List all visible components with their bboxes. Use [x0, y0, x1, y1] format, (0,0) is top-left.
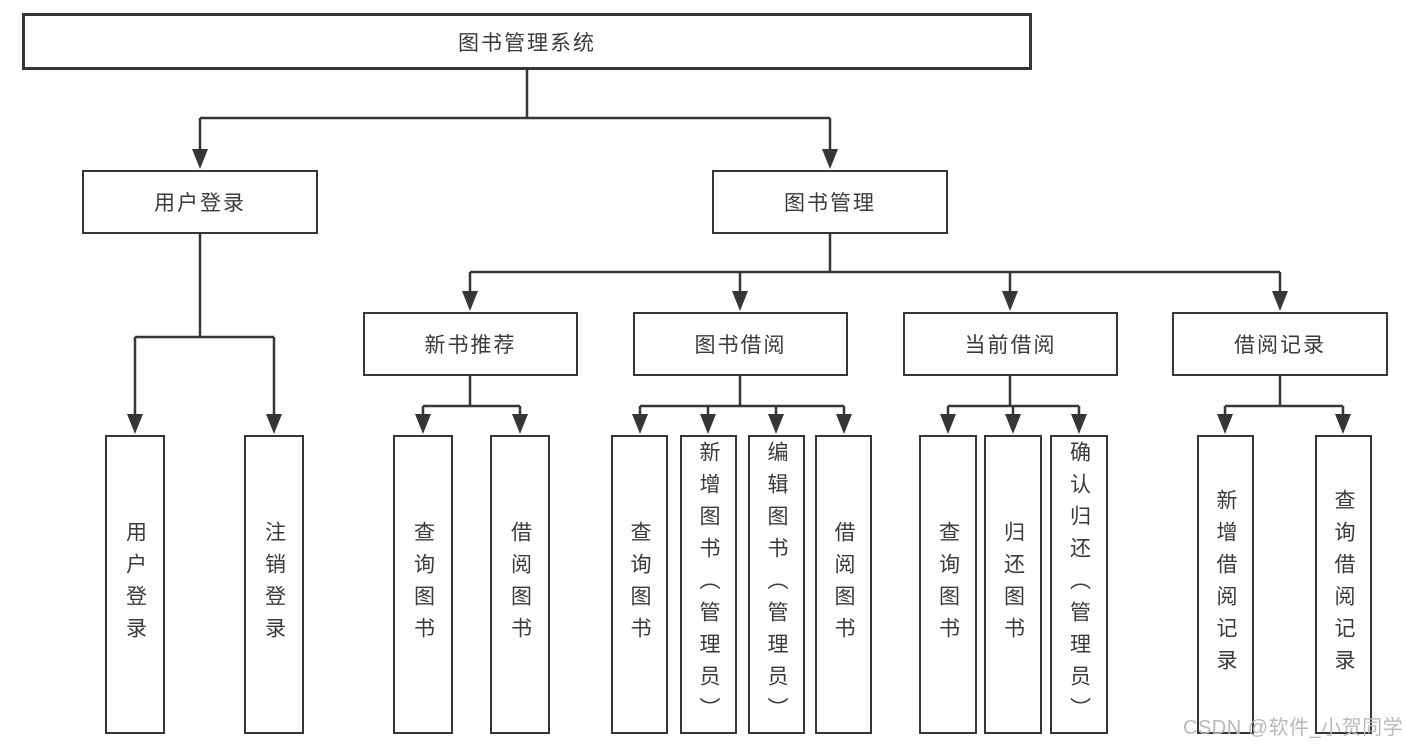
- arrow-down-icon: [632, 414, 648, 434]
- arrow-down-icon: [700, 414, 716, 434]
- leaf-return-book: 归还图书: [984, 435, 1042, 734]
- leaf-label: 用户登录: [123, 520, 147, 649]
- arrow-down-icon: [732, 291, 748, 311]
- connector-borrow-records: [1223, 376, 1345, 418]
- connector-user-login: [133, 234, 276, 418]
- node-library-system: 图书管理系统: [22, 13, 1032, 70]
- leaf-label: 编辑图书（管理员）: [765, 440, 788, 729]
- node-book-management: 图书管理: [712, 170, 948, 234]
- connector-book-borrow: [638, 376, 846, 418]
- arrow-down-icon: [940, 414, 956, 434]
- leaf-label: 借阅图书: [508, 520, 532, 649]
- arrow-down-icon: [1217, 414, 1233, 434]
- leaf-query-books-borrow: 查询图书: [611, 435, 668, 734]
- arrow-down-icon: [822, 149, 838, 169]
- leaf-query-borrow-record: 查询借阅记录: [1315, 435, 1372, 734]
- node-user-login: 用户登录: [82, 170, 318, 234]
- node-book-borrow: 图书借阅: [633, 312, 848, 376]
- arrow-down-icon: [127, 414, 143, 434]
- node-new-book-recommend: 新书推荐: [363, 312, 578, 376]
- leaf-label: 注销登录: [262, 520, 286, 649]
- leaf-label: 确认归还（管理员）: [1067, 440, 1091, 729]
- leaf-query-books-current: 查询图书: [919, 435, 977, 734]
- leaf-label: 新增借阅记录: [1214, 488, 1237, 681]
- node-borrow-records: 借阅记录: [1172, 312, 1388, 376]
- arrow-down-icon: [1005, 414, 1021, 434]
- arrow-down-icon: [415, 414, 431, 434]
- arrow-down-icon: [1002, 291, 1018, 311]
- arrow-down-icon: [1272, 291, 1288, 311]
- leaf-borrow-books: 借阅图书: [815, 435, 872, 734]
- arrow-down-icon: [462, 291, 478, 311]
- csdn-watermark: CSDN @软件_小贺同学: [1183, 717, 1404, 739]
- leaf-label: 查询图书: [936, 520, 960, 649]
- leaf-query-books-recommend: 查询图书: [393, 435, 453, 734]
- leaf-confirm-return-admin: 确认归还（管理员）: [1050, 435, 1108, 734]
- connector-root: [198, 70, 832, 152]
- arrow-down-icon: [1071, 414, 1087, 434]
- leaf-label: 查询图书: [411, 520, 435, 649]
- arrow-down-icon: [768, 414, 784, 434]
- leaf-user-login: 用户登录: [105, 435, 165, 734]
- leaf-label: 查询图书: [628, 520, 651, 649]
- leaf-label: 借阅图书: [832, 520, 855, 649]
- leaf-borrow-books-recommend: 借阅图书: [490, 435, 550, 734]
- connector-current-borrow: [946, 376, 1081, 418]
- leaf-add-book-admin: 新增图书（管理员）: [680, 435, 737, 734]
- arrow-down-icon: [266, 414, 282, 434]
- leaf-edit-book-admin: 编辑图书（管理员）: [748, 435, 805, 734]
- leaf-add-borrow-record: 新增借阅记录: [1197, 435, 1254, 734]
- arrow-down-icon: [192, 149, 208, 169]
- arrow-down-icon: [836, 414, 852, 434]
- node-current-borrow: 当前借阅: [903, 312, 1118, 376]
- leaf-label: 查询借阅记录: [1332, 488, 1355, 681]
- leaf-logout: 注销登录: [244, 435, 304, 734]
- arrow-down-icon: [1335, 414, 1351, 434]
- leaf-label: 新增图书（管理员）: [697, 440, 720, 729]
- connector-book-management: [468, 234, 1282, 294]
- arrow-down-icon: [512, 414, 528, 434]
- leaf-label: 归还图书: [1001, 520, 1025, 649]
- connector-new-book-recommend: [421, 376, 522, 418]
